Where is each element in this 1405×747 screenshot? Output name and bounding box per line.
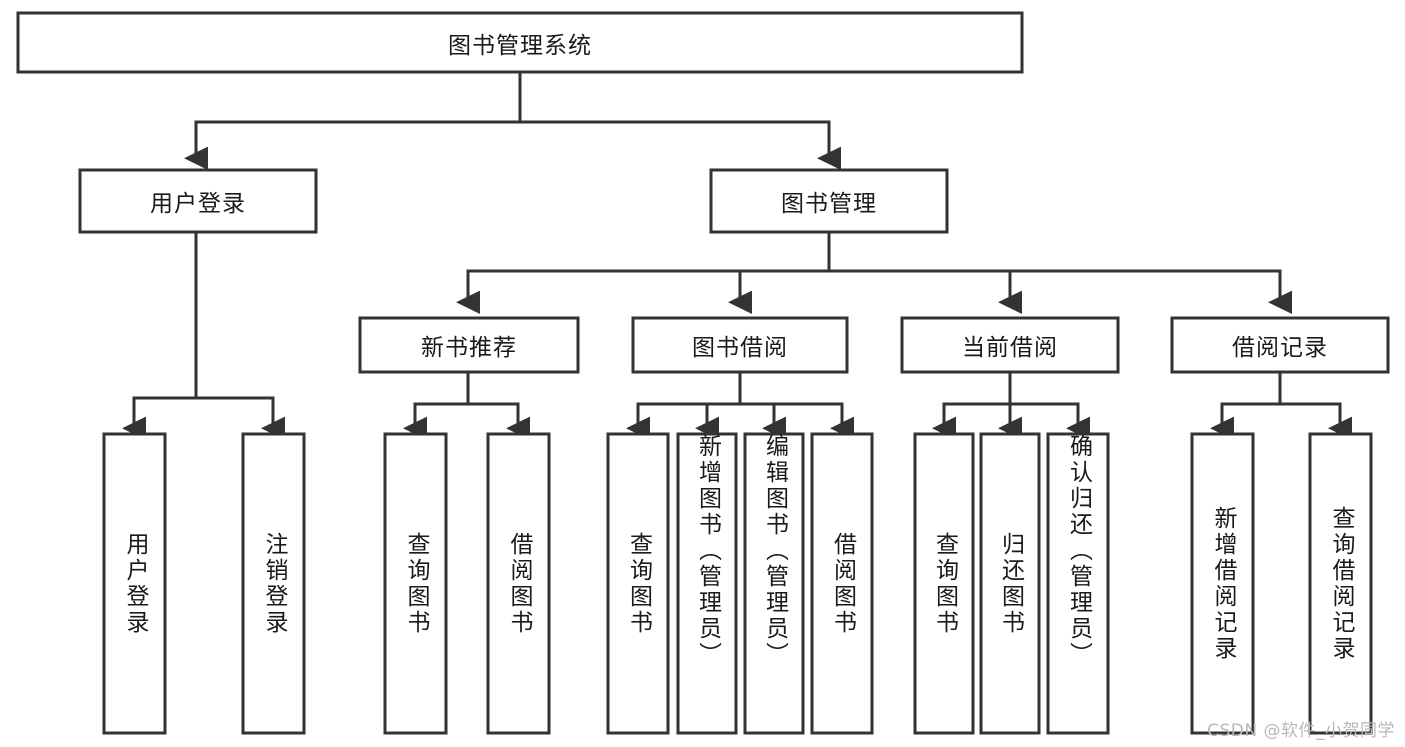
- nodes-layer: [16, 11, 1390, 735]
- node-box-user-login[interactable]: [78, 168, 318, 234]
- csdn-watermark: CSDN @软件_小贺同学: [1207, 721, 1395, 741]
- leaf-box-current-borrow-0[interactable]: [913, 432, 975, 735]
- leaf-box-book-borrow-3[interactable]: [810, 432, 874, 735]
- node-box-book-mgmt[interactable]: [709, 168, 949, 234]
- leaf-box-user-login-1[interactable]: [241, 432, 306, 735]
- leaf-box-new-book-1[interactable]: [486, 432, 551, 735]
- edges-layer: [122, 70, 1353, 441]
- node-box-borrow-record[interactable]: [1170, 316, 1390, 374]
- node-box-new-book-recommend[interactable]: [358, 316, 580, 374]
- node-box-book-borrow[interactable]: [631, 316, 849, 374]
- leaf-box-current-borrow-2[interactable]: [1046, 432, 1110, 735]
- leaf-box-user-login-0[interactable]: [102, 432, 167, 735]
- node-box-current-borrow[interactable]: [900, 316, 1120, 374]
- node-box-root[interactable]: [16, 11, 1024, 74]
- leaf-box-new-book-0[interactable]: [383, 432, 448, 735]
- leaf-box-book-borrow-1[interactable]: [676, 432, 738, 735]
- leaf-box-current-borrow-1[interactable]: [979, 432, 1041, 735]
- leaf-box-book-borrow-2[interactable]: [743, 432, 805, 735]
- leaf-box-borrow-record-0[interactable]: [1190, 432, 1255, 735]
- leaf-box-borrow-record-1[interactable]: [1308, 432, 1373, 735]
- leaf-box-book-borrow-0[interactable]: [606, 432, 670, 735]
